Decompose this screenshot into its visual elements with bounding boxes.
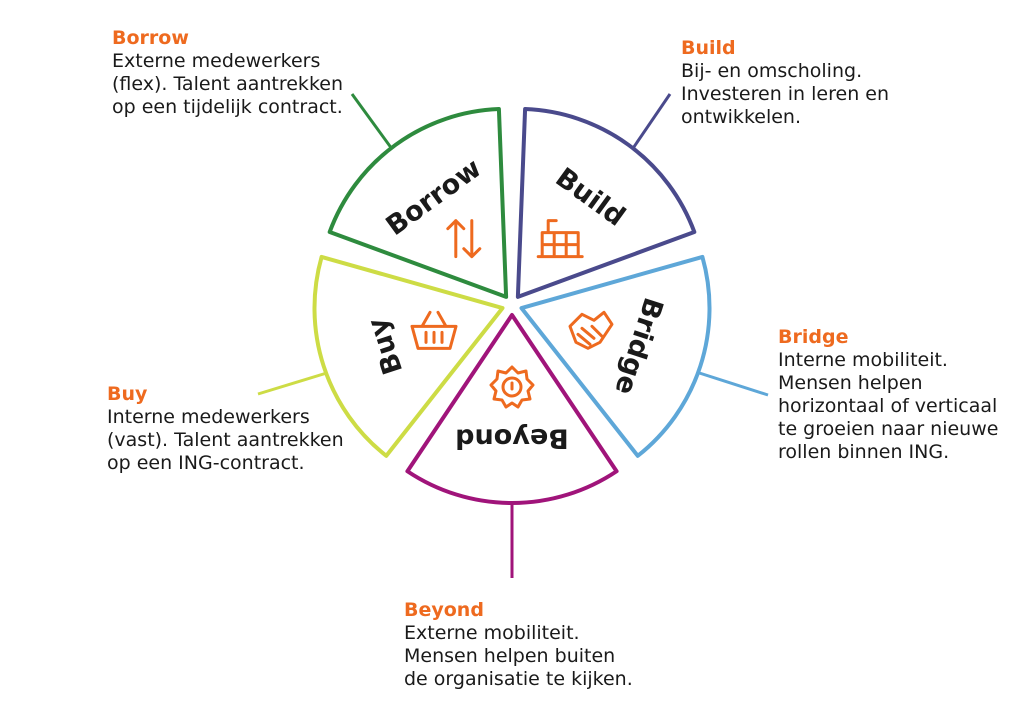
callout-buy: Buy Interne medewerkers (vast). Talent a… [107, 383, 344, 475]
segment-beyond [405, 313, 619, 505]
callout-borrow-line-3: op een tijdelijk contract. [112, 96, 343, 118]
callout-buy-line-2: (vast). Talent aantrekken [107, 429, 344, 451]
callout-borrow: Borrow Externe medewerkers (flex). Talen… [112, 27, 343, 119]
callout-bridge-line-4: te groeien naar nieuwe [778, 418, 999, 440]
callout-build-line-2: Investeren in leren en [681, 83, 890, 105]
callout-buy-line-3: op een ING-contract. [107, 452, 305, 474]
callout-borrow-title: Borrow [112, 27, 189, 49]
callout-bridge-line-2: Mensen helpen [778, 372, 923, 394]
callout-beyond-line-2: Mensen helpen buiten [404, 645, 616, 667]
scaffold-icon [536, 219, 584, 259]
callout-bridge-title: Bridge [778, 326, 849, 348]
handshake-icon [568, 310, 614, 350]
basket-icon [410, 310, 458, 350]
segment-build [515, 107, 697, 299]
badge-icon [489, 365, 535, 409]
callout-build-line-3: ontwikkelen. [681, 106, 802, 128]
callout-beyond: Beyond Externe mobiliteit. Mensen helpen… [404, 599, 633, 691]
callout-bridge-line-5: rollen binnen ING. [778, 441, 950, 463]
segment-bridge [519, 254, 712, 458]
callout-build: Build Bij- en omscholing. Investeren in … [681, 37, 889, 129]
callout-bridge-line-3: horizontaal of verticaal [778, 395, 998, 417]
segment-label-beyond: Beyond [455, 423, 569, 454]
segment-buy [312, 254, 505, 458]
callout-beyond-line-1: Externe mobiliteit. [404, 622, 580, 644]
callout-buy-line-1: Interne medewerkers [107, 406, 310, 428]
connector-bridge [689, 368, 769, 397]
callout-beyond-title: Beyond [404, 599, 484, 621]
segment-borrow [327, 107, 509, 299]
swap-arrows-icon [446, 219, 482, 259]
callout-borrow-line-2: (flex). Talent aantrekken [112, 73, 343, 95]
callout-buy-title: Buy [107, 383, 148, 405]
callout-bridge: Bridge Interne mobiliteit. Mensen helpen… [778, 326, 998, 464]
callout-beyond-line-3: de organisatie te kijken. [404, 668, 633, 690]
callout-build-title: Build [681, 37, 736, 59]
callout-bridge-line-1: Interne mobiliteit. [778, 349, 948, 371]
callout-build-line-1: Bij- en omscholing. [681, 60, 863, 82]
callout-borrow-line-1: Externe medewerkers [112, 50, 321, 72]
connector-buy [257, 370, 331, 396]
